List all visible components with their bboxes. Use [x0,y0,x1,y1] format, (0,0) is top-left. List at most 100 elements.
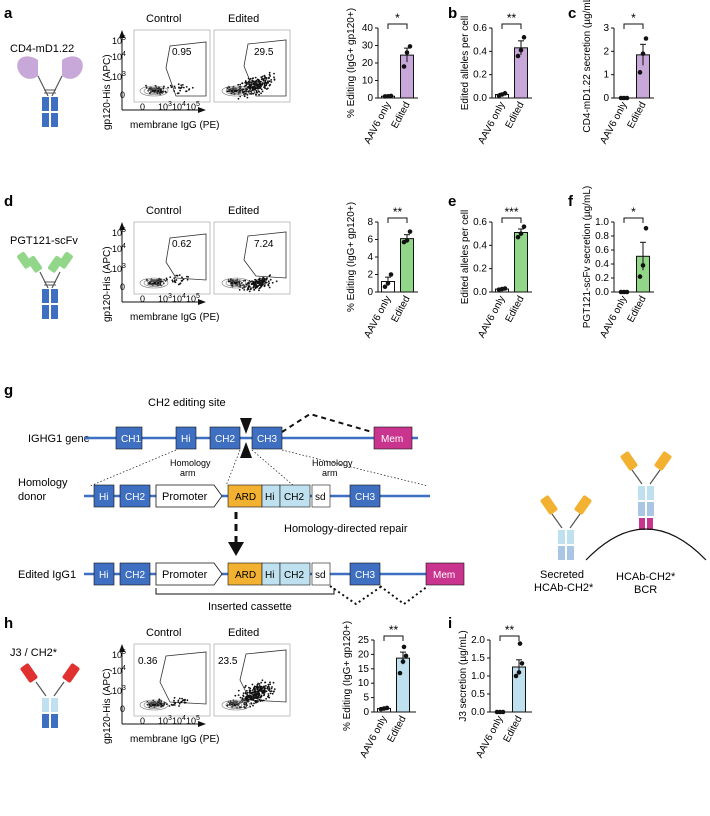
panel-letter-g: g [4,382,13,399]
y-tick-label: 0 [367,93,373,104]
event-dot [178,702,181,705]
flow-xaxis-label: membrane IgG (PE) [130,734,219,745]
y-tick-label: 0.0 [473,287,487,298]
event-dot [168,705,171,707]
density-contour [229,702,243,708]
event-dot [275,280,278,283]
event-dot [162,87,165,90]
y-tick-label: 1.0 [595,217,609,228]
event-dot [258,85,261,88]
data-point [637,70,643,75]
data-point [643,36,649,41]
box-hi: Hi [181,434,190,445]
data-point [519,661,525,666]
edited-box-hi2: Hi [265,570,274,581]
flow-xaxis-label: membrane IgG (PE) [130,312,219,323]
y-tick-label: 0.6 [473,217,487,228]
flow-ytick-3: 103 [112,263,126,274]
event-dot [268,282,270,285]
event-dot [264,681,266,684]
event-dot [252,88,255,91]
cut-site-top-icon [240,418,252,434]
event-dot [255,279,258,282]
event-dot [273,72,275,75]
y-axis-label: Edited alleles per cell [460,16,471,111]
data-point [385,280,391,286]
y-tick-label: 0.0 [595,287,609,298]
event-dot [257,80,259,83]
y-tick-label: 20 [362,58,374,69]
y-tick-label: 0.4 [595,259,609,270]
event-dot [245,81,248,84]
event-dot [254,86,256,89]
event-dot [252,280,255,283]
event-dot [245,283,248,286]
event-dot [250,691,253,694]
event-dot [163,85,165,88]
density-contour [150,281,158,285]
data-point [388,272,394,277]
significance-bracket [623,217,644,223]
event-dot [244,697,247,700]
event-dot [152,704,154,706]
flow-dots-edited [221,274,278,293]
event-dot [145,84,147,87]
y-tick-label: 8 [367,217,373,228]
donor-box-promoter: Promoter [162,491,208,503]
event-dot [261,692,263,694]
event-dot [251,683,254,686]
event-dot [178,697,181,700]
density-contour [229,280,243,286]
event-dot [191,86,194,89]
event-dot [256,693,258,695]
event-dot [255,84,258,87]
significance-label: * [631,11,636,25]
y-tick-label: 2 [603,46,609,57]
event-dot [173,277,176,279]
bar-edited [400,238,414,293]
event-dot [237,694,240,696]
y-axis-label: Edited alleles per cell [460,210,471,305]
event-dot [234,694,237,697]
flow-yaxis-label: gp120-His (APC) [102,246,113,322]
x-tick-label: Edited [504,100,527,130]
flow-edited-title: Edited [228,627,259,639]
data-point [502,91,508,96]
event-dot [237,83,240,86]
density-contour [150,703,158,707]
cd4-domain-left-icon [17,56,38,79]
event-dot [268,80,271,83]
event-dot [258,82,261,85]
density-contour [221,277,251,289]
event-dot [264,79,267,82]
event-dot [237,689,240,692]
event-dot [245,702,248,705]
event-dot [262,281,265,283]
event-dot [181,279,184,282]
event-dot [183,699,185,701]
flow-xtick-4: 104 [172,293,186,304]
event-dot [183,701,186,704]
flow-ytick-3: 103 [112,685,126,696]
flow-xtick-3: 103 [158,715,172,726]
event-dot [174,702,177,705]
flow-xtick-5: 105 [186,293,200,304]
event-dot [269,692,272,695]
event-dot [187,276,190,278]
event-dot [263,693,266,696]
event-dot [261,687,264,690]
cell-membrane [585,528,707,561]
event-dot [253,686,256,689]
significance-bracket [387,217,408,223]
y-tick-label: 25 [358,635,370,646]
event-dot [157,704,160,707]
construct-label-a: CD4-mD1.22 [10,43,74,55]
flow-ytick-4: 104 [112,665,126,676]
x-tick-label: Edited [626,294,649,324]
event-dot [248,689,251,692]
data-point [515,234,521,240]
event-dot [249,687,252,690]
event-dot [251,283,253,285]
